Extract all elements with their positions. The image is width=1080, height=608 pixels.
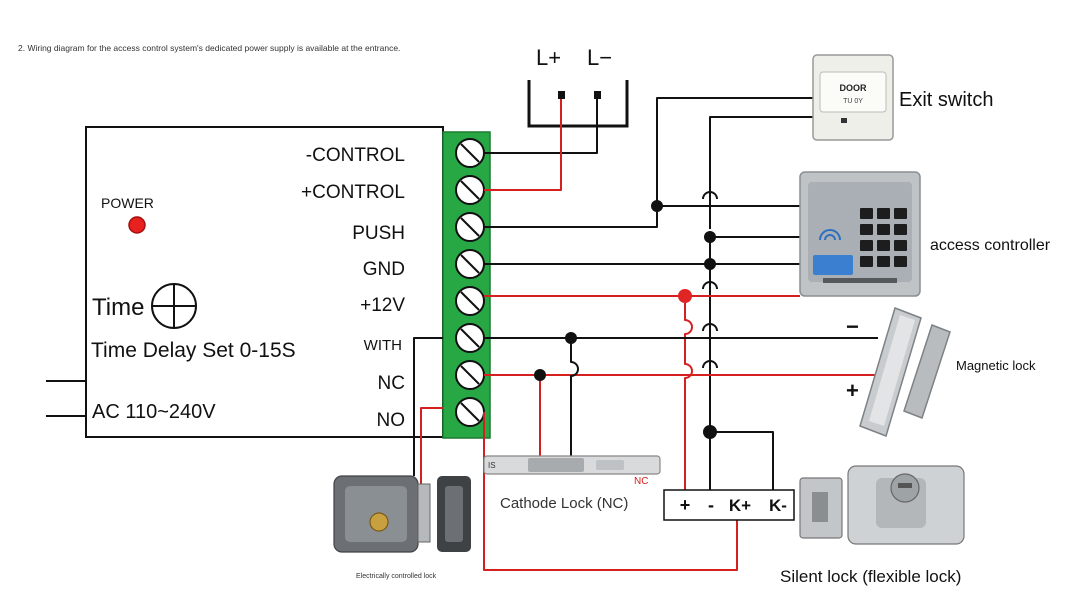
- junction-dot: [704, 258, 716, 270]
- time-dial-icon: [151, 283, 197, 329]
- cathode-lock-device: IS NC Cathode Lock (NC): [483, 455, 661, 512]
- terminal-label-with: WITH: [364, 337, 402, 354]
- junction-dot-red: [678, 289, 692, 303]
- exit-switch-device: DOOR TU 0Y Exit switch: [812, 54, 993, 141]
- access-controller-device: access controller: [799, 171, 1051, 297]
- screw-terminal: [455, 286, 485, 316]
- electric-lock-device: Electrically controlled lock: [333, 475, 471, 580]
- access-controller-label: access controller: [930, 237, 1051, 254]
- wire-no: [483, 412, 738, 571]
- wiring: [413, 97, 878, 571]
- cathode-lock-nc-tag: NC: [634, 476, 648, 487]
- wire-cathode-black: [570, 338, 579, 456]
- keypad: [860, 208, 907, 267]
- key-cylinder-icon: [369, 512, 389, 532]
- terminal-label-gnd: GND: [363, 259, 405, 280]
- wire-electric-lock-black: [413, 337, 443, 476]
- terminal-block: [442, 131, 491, 439]
- rfid-icon: [819, 229, 841, 241]
- exit-switch-plate-mirror: TU 0Y: [843, 98, 863, 105]
- magnetic-lock-label: Magnetic lock: [956, 358, 1036, 373]
- power-label: POWER: [101, 195, 154, 211]
- terminal-label-push: PUSH: [352, 223, 405, 244]
- wire-push: [484, 205, 800, 228]
- junction-dot: [703, 425, 717, 439]
- wire-exit-switch-2: [709, 116, 813, 229]
- power-supply-box: [85, 126, 444, 438]
- control-connector: L+ L−: [527, 45, 629, 128]
- silent-lock-terminals: + - K+ K-: [663, 489, 795, 521]
- terminal-label-no: NO: [377, 410, 406, 431]
- wire-electric-lock-red: [420, 407, 443, 488]
- magnetic-lock-device: − + Magnetic lock: [846, 307, 1036, 437]
- silent-lock-label: Silent lock (flexible lock): [780, 567, 961, 586]
- screw-terminal: [455, 397, 485, 427]
- silent-lock-device: Silent lock (flexible lock): [780, 465, 965, 586]
- screw-terminal: [455, 249, 485, 279]
- silent-terminal-k-plus: K+: [729, 496, 751, 515]
- screw-terminal: [455, 175, 485, 205]
- diagram-caption: 2. Wiring diagram for the access control…: [18, 43, 400, 53]
- time-delay-label: Time Delay Set 0-15S: [91, 339, 296, 362]
- wire-control-plus: [484, 99, 562, 191]
- time-label: Time: [92, 294, 144, 321]
- screw-terminal: [455, 212, 485, 242]
- junction-dot: [565, 332, 577, 344]
- silent-terminal-minus: -: [708, 495, 714, 515]
- silent-terminal-plus: +: [680, 495, 691, 515]
- power-led-icon: [128, 216, 146, 234]
- cathode-lock-is-tag: IS: [488, 461, 496, 470]
- magnetic-lock-minus: −: [846, 314, 859, 339]
- ac-input-label: AC 110~240V: [92, 401, 216, 423]
- junction-dot: [704, 231, 716, 243]
- terminal-label-control-plus: +CONTROL: [301, 182, 405, 203]
- screw-terminal: [455, 323, 485, 353]
- card-reader-badge: [813, 255, 853, 275]
- terminal-label-control-minus: -CONTROL: [306, 145, 405, 166]
- screw-terminal: [455, 360, 485, 390]
- l-plus-label: L+: [536, 45, 561, 70]
- wire-silent-k: [710, 431, 774, 490]
- junction-dot: [651, 200, 663, 212]
- terminal-label-12v: +12V: [360, 295, 405, 316]
- screw-terminal: [455, 138, 485, 168]
- silent-terminal-k-minus: K-: [769, 496, 787, 515]
- l-minus-label: L−: [587, 45, 612, 70]
- magnetic-lock-plus: +: [846, 378, 859, 403]
- wire-exit-switch-1: [656, 97, 813, 206]
- power-supply-unit: POWER Time Time Delay Set 0-15S AC 110~2…: [46, 126, 444, 438]
- terminal-label-nc: NC: [378, 373, 405, 394]
- junction-dot: [534, 369, 546, 381]
- electric-lock-label: Electrically controlled lock: [356, 573, 437, 580]
- cathode-lock-label: Cathode Lock (NC): [500, 495, 628, 512]
- wire-control-minus: [484, 99, 598, 154]
- junctions: [534, 200, 717, 439]
- wire-12v-drop: [684, 296, 693, 490]
- exit-switch-label: Exit switch: [899, 89, 993, 111]
- exit-switch-plate-text: DOOR: [840, 83, 868, 93]
